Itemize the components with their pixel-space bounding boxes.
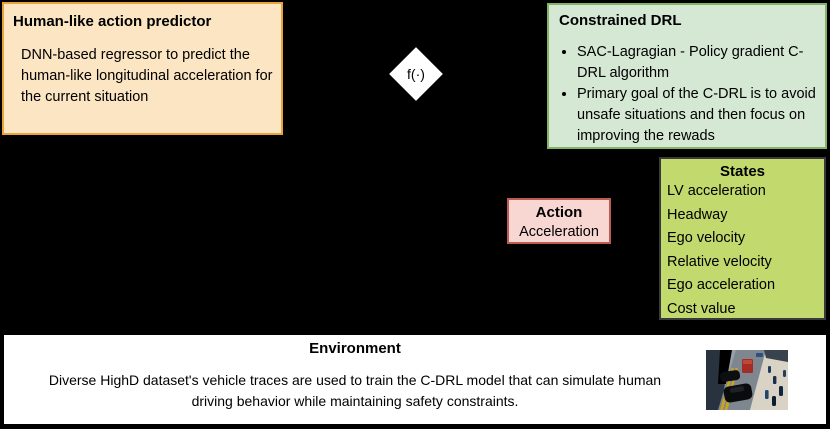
predictor-title: Human-like action predictor xyxy=(13,13,212,30)
state-item: Ego acceleration xyxy=(667,277,776,293)
traffic-scene-image xyxy=(706,350,788,410)
action-body: Acceleration xyxy=(519,224,599,240)
state-item: LV acceleration xyxy=(667,183,766,199)
constrained-drl-title: Constrained DRL xyxy=(559,12,682,29)
predictor-box: Human-like action predictor DNN-based re… xyxy=(2,2,283,135)
environment-box: Environment Diverse HighD dataset's vehi… xyxy=(2,333,828,426)
state-item: Cost value xyxy=(667,300,736,317)
state-item: Relative velocity xyxy=(667,253,772,270)
states-box: States LV acceleration Headway Ego veloc… xyxy=(659,157,826,320)
environment-title: Environment xyxy=(309,340,401,357)
environment-body: Diverse HighD dataset's vehicle traces a… xyxy=(48,372,662,409)
states-title: States xyxy=(719,163,766,180)
constrained-drl-bullet-list: SAC-Lagragian - Policy gradient C-DRL al… xyxy=(549,42,825,147)
action-title: Action xyxy=(535,204,583,221)
bullet-item: SAC-Lagragian - Policy gradient C-DRL al… xyxy=(577,42,819,84)
state-item: Headway xyxy=(667,206,728,223)
predictor-body: DNN-based regressor to predict the human… xyxy=(21,47,273,105)
function-label: f(·) xyxy=(407,66,425,82)
bullet-item: Primary goal of the C-DRL is to avoid un… xyxy=(577,84,819,147)
function-node: f(·) xyxy=(389,47,443,101)
traffic-scene-svg xyxy=(706,350,788,410)
state-item: Ego velocity xyxy=(667,230,746,246)
action-box: Action Acceleration xyxy=(507,198,611,244)
environment-text: Environment Diverse HighD dataset's vehi… xyxy=(4,335,706,424)
constrained-drl-box: Constrained DRL SAC-Lagragian - Policy g… xyxy=(547,3,827,149)
